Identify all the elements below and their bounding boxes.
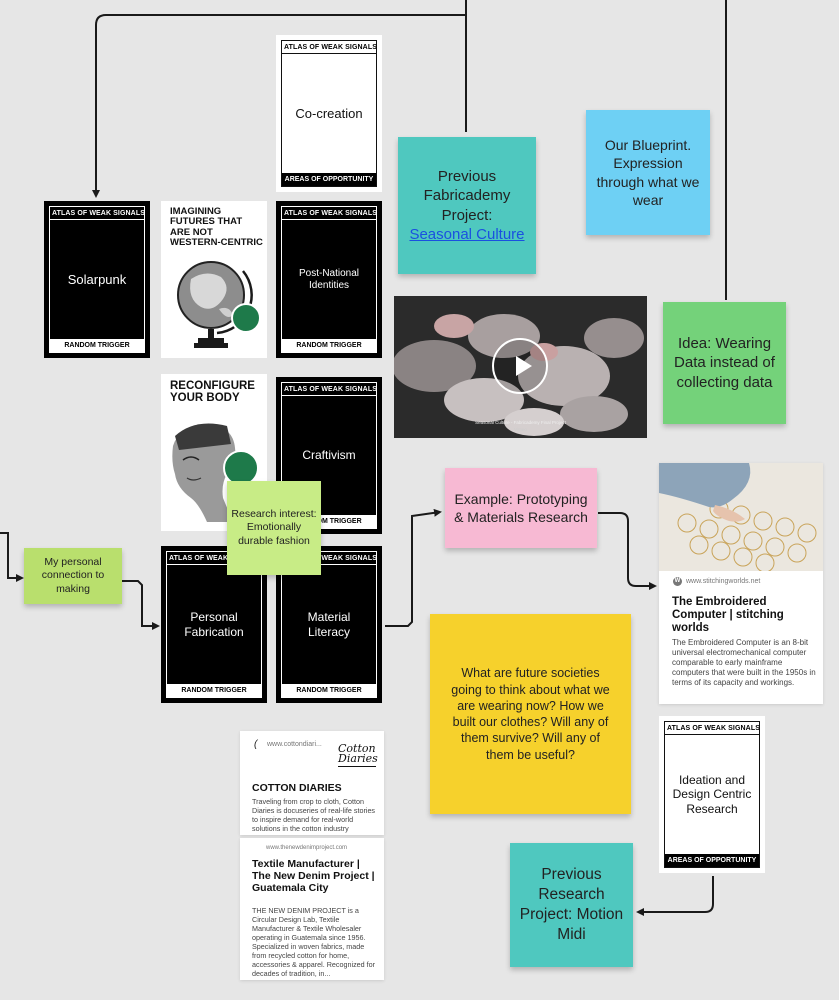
card-header: ATLAS OF WEAK SIGNALS [282, 207, 377, 220]
link-card-new-denim-project[interactable]: www.thenewdenimproject.com Textile Manuf… [240, 838, 384, 980]
link-card-embroidered-computer[interactable]: W www.stitchingworlds.net The Embroidere… [659, 463, 823, 704]
sticky-text: Research interest: Emotionally durable f… [231, 507, 317, 547]
card-header: ATLAS OF WEAK SIGNALS [665, 722, 760, 735]
card-footer: RANDOM TRIGGER [282, 339, 376, 352]
sticky-text: What are future societies going to think… [451, 666, 610, 762]
badge-icon [223, 450, 259, 486]
connector-example-to-stitching [598, 512, 657, 590]
card-title: Solarpunk [50, 220, 144, 339]
sticky-text: Previous Fabricademy Project: [423, 167, 511, 224]
card-co-creation[interactable]: ATLAS OF WEAK SIGNALS Co-creation AREAS … [276, 35, 382, 192]
card-ideation-design-research[interactable]: ATLAS OF WEAK SIGNALS Ideation and Desig… [659, 716, 765, 873]
card-header: ATLAS OF WEAK SIGNALS [282, 383, 377, 396]
play-button[interactable] [492, 338, 548, 394]
link-title: COTTON DIARIES [252, 782, 342, 794]
card-solarpunk[interactable]: ATLAS OF WEAK SIGNALS Solarpunk RANDOM T… [44, 201, 150, 358]
seasonal-culture-link[interactable]: Seasonal Culture [409, 226, 525, 243]
link-description: THE NEW DENIM PROJECT is a Circular Desi… [252, 906, 376, 978]
card-footer: RANDOM TRIGGER [167, 684, 261, 697]
wordpress-icon: W [673, 577, 682, 586]
card-title: Material Literacy [282, 565, 376, 684]
play-icon [516, 356, 532, 376]
poster-title: RECONFIGURE YOUR BODY [170, 380, 255, 405]
sticky-example-prototyping[interactable]: Example: Prototyping & Materials Researc… [445, 468, 597, 548]
card-footer: RANDOM TRIGGER [50, 339, 144, 352]
sticky-previous-fabricademy[interactable]: Previous Fabricademy Project: Seasonal C… [398, 137, 536, 274]
card-footer: RANDOM TRIGGER [282, 684, 376, 697]
card-personal-fabrication[interactable]: ATLAS OF WEAK SIGNALS Personal Fabricati… [161, 546, 267, 703]
connector-personal-connection-to-fabrication [122, 580, 160, 630]
card-header: ATLAS OF WEAK SIGNALS [282, 41, 377, 54]
sticky-personal-connection[interactable]: My personal connection to making [24, 548, 122, 604]
poster-imagining-futures[interactable]: IMAGINING FUTURES THAT ARE NOT WESTERN-C… [161, 201, 267, 358]
connector-ideation-to-motion-midi [636, 876, 714, 916]
sticky-text: Idea: Wearing Data instead of collecting… [674, 334, 775, 391]
card-header: ATLAS OF WEAK SIGNALS [167, 552, 262, 565]
link-url: www.stitchingworlds.net [686, 578, 761, 585]
card-header: ATLAS OF WEAK SIGNALS [282, 552, 377, 565]
link-description: Traveling from crop to cloth, Cotton Dia… [252, 797, 376, 833]
card-title: Post-National Identities [282, 220, 376, 339]
card-title: Personal Fabrication [167, 565, 261, 684]
link-card-cotton-diaries[interactable]: ( www.cottondiari... Cotton Diaries COTT… [240, 731, 384, 835]
head-image [172, 423, 236, 522]
video-source: Vimeo [514, 427, 527, 432]
sticky-text: My personal connection to making [41, 555, 105, 595]
connector-left-to-personal-connection [0, 532, 24, 582]
link-title: Textile Manufacturer | The New Denim Pro… [252, 858, 375, 895]
card-material-literacy[interactable]: ATLAS OF WEAK SIGNALS Material Literacy … [276, 546, 382, 703]
video-caption: Seasonal Culture - Fabricademy Final Pro… [475, 420, 566, 425]
link-favicon-icon: ( [254, 739, 258, 750]
sticky-future-societies[interactable]: What are future societies going to think… [430, 614, 631, 814]
link-title: The Embroidered Computer | stitching wor… [672, 596, 784, 635]
link-url-row: W www.stitchingworlds.net [673, 577, 760, 586]
link-url: www.thenewdenimproject.com [266, 845, 348, 851]
sticky-research-interest[interactable]: Research interest: Emotionally durable f… [227, 481, 321, 575]
cotton-diaries-logo: Cotton Diaries [338, 742, 378, 767]
sticky-text: Example: Prototyping & Materials Researc… [454, 490, 588, 525]
connector-material-literacy-to-example [385, 508, 442, 627]
embroidery-image [659, 463, 823, 571]
video-embed-seasonal-culture[interactable]: Seasonal Culture - Fabricademy Final Pro… [394, 296, 647, 438]
card-footer: AREAS OF OPPORTUNITY [282, 173, 376, 186]
link-url: www.cottondiari... [267, 741, 322, 748]
badge-icon [231, 303, 261, 333]
card-title: Co-creation [295, 105, 363, 121]
globe-image [177, 261, 253, 348]
card-header: ATLAS OF WEAK SIGNALS [50, 207, 145, 220]
card-footer: AREAS OF OPPORTUNITY [665, 854, 759, 867]
link-description: The Embroidered Computer is an 8-bit uni… [672, 638, 816, 687]
sticky-text: Previous Research Project: Motion Midi [519, 865, 624, 944]
sticky-text: Our Blueprint. Expression through what w… [596, 137, 700, 208]
poster-reconfigure-your-body[interactable]: RECONFIGURE YOUR BODY [161, 374, 267, 531]
sticky-wearing-data[interactable]: Idea: Wearing Data instead of collecting… [663, 302, 786, 424]
sticky-our-blueprint[interactable]: Our Blueprint. Expression through what w… [586, 110, 710, 235]
card-post-national-identities[interactable]: ATLAS OF WEAK SIGNALS Post-National Iden… [276, 201, 382, 358]
poster-title: IMAGINING FUTURES THAT ARE NOT WESTERN-C… [170, 206, 263, 248]
card-title: Ideation and Design Centric Research [672, 772, 752, 816]
sticky-motion-midi[interactable]: Previous Research Project: Motion Midi [510, 843, 633, 967]
